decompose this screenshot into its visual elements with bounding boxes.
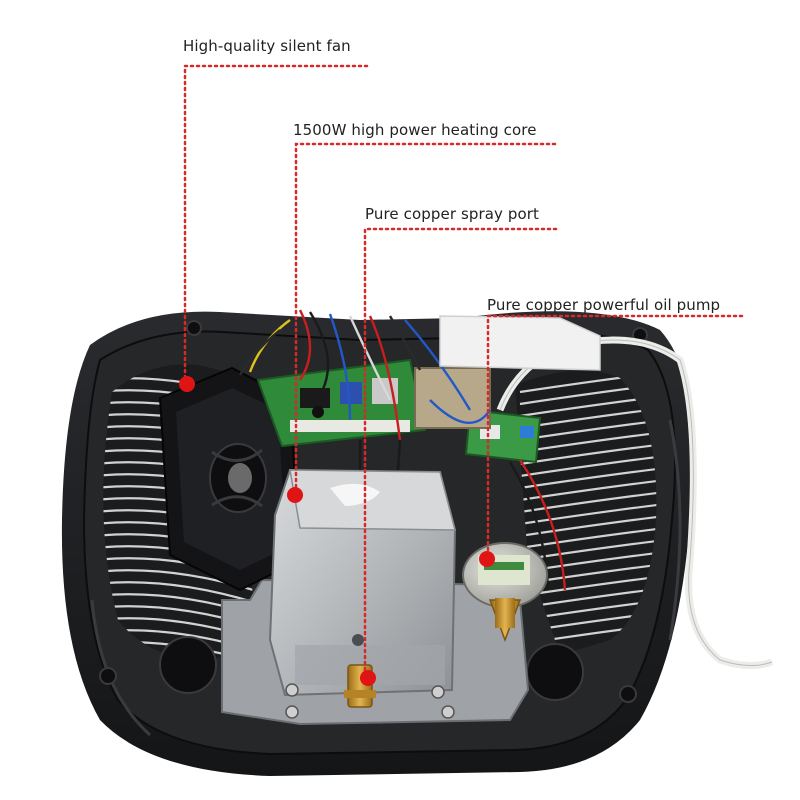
plate-screws xyxy=(285,683,455,719)
fan xyxy=(158,366,302,592)
leader-line-heating-core xyxy=(294,142,557,494)
mounting-holes xyxy=(99,320,648,703)
leader-lines xyxy=(183,64,744,677)
marker-oil-pump xyxy=(479,551,495,567)
rear-panel xyxy=(439,315,601,371)
label-fan: High-quality silent fan xyxy=(183,37,351,55)
marker-spray-port xyxy=(360,670,376,686)
leader-line-fan xyxy=(183,64,369,382)
leader-line-spray-port xyxy=(363,227,558,677)
label-heating-core: 1500W high power heating core xyxy=(293,121,537,139)
label-oil-pump: Pure copper powerful oil pump xyxy=(487,296,721,314)
heating-core xyxy=(268,468,457,697)
marker-fan xyxy=(179,376,195,392)
label-spray-port: Pure copper spray port xyxy=(365,205,540,223)
control-board xyxy=(256,358,427,448)
leader-line-oil-pump xyxy=(486,314,744,557)
callout-markers xyxy=(179,376,495,686)
marker-heating-core xyxy=(287,487,303,503)
